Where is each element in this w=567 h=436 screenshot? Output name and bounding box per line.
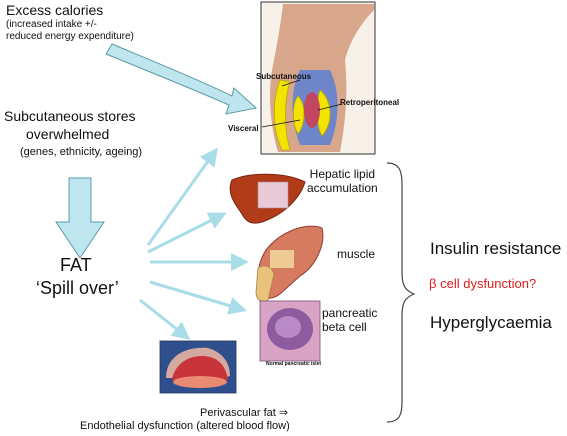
pancreatic-beta-cell-label: pancreatic beta cell (322, 306, 377, 334)
excess-calories-title: Excess calories (6, 2, 104, 18)
islet-caption: Normal pancreatic islet (266, 361, 322, 367)
torso-fat-depots-image (260, 1, 376, 155)
subcutaneous-label: Subcutaneous (256, 72, 312, 81)
hepatic-lipid-label: Hepatic lipid accumulation (307, 167, 378, 195)
fat-label: FAT (60, 255, 92, 275)
hepatic-lipid-line2: accumulation (307, 181, 378, 195)
excess-calories-subtitle-line1: (increased intake +/- (6, 19, 97, 30)
down-arrow (55, 177, 105, 259)
muscle-image (255, 225, 324, 302)
excess-calories-subtitle-line2: reduced energy expenditure) (6, 31, 134, 42)
pancreatic-line1: pancreatic (322, 306, 378, 320)
liver-image (229, 173, 306, 224)
outcome-bracket (386, 162, 416, 423)
visceral-label: Visceral (228, 124, 259, 133)
beta-cell-dysfunction-label: β cell dysfunction? (429, 276, 537, 291)
endothelial-dysfunction-label: Endothelial dysfunction (altered blood f… (80, 420, 290, 432)
muscle-label: muscle (337, 247, 376, 261)
pancreatic-line2: beta cell (322, 320, 367, 334)
subcutaneous-stores-line1: Subcutaneous stores (4, 108, 136, 124)
hyperglycaemia-label: Hyperglycaemia (430, 313, 552, 332)
perivascular-fat-label: Perivascular fat ⇒ (200, 407, 289, 419)
subcutaneous-stores-factors: (genes, ethnicity, ageing) (20, 146, 143, 158)
spillover-arrows (139, 147, 249, 340)
retroperitoneal-label: Retroperitoneal (340, 98, 400, 107)
spill-over-label: ‘Spill over’ (36, 278, 119, 298)
insulin-resistance-label: Insulin resistance (430, 239, 562, 258)
hepatic-lipid-line1: Hepatic lipid (309, 167, 376, 181)
subcutaneous-stores-line2: overwhelmed (26, 126, 110, 142)
pancreatic-islet-image (259, 300, 321, 362)
excess-to-body-arrow (105, 43, 258, 115)
vessel-cross-section-image (159, 340, 237, 394)
